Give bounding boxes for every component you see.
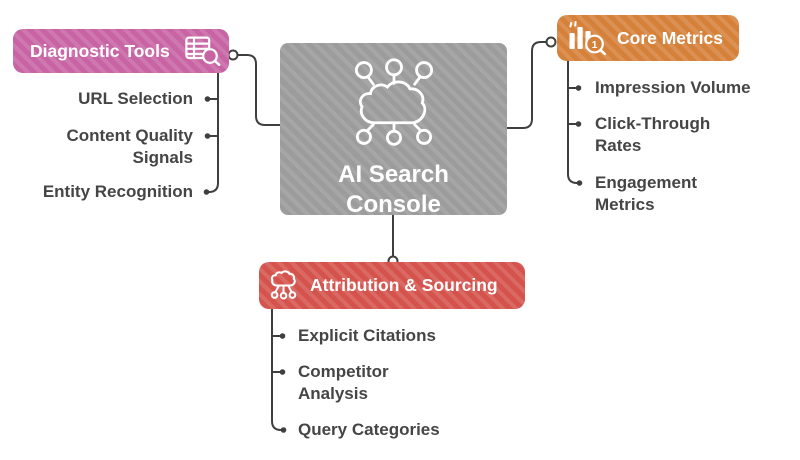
branch-item-query-categories: Query Categories [298,420,440,439]
table-search-icon [185,36,221,66]
branch-label-core-metrics: Core Metrics [617,27,724,48]
branch-item-explicit-citations: Explicit Citations [298,326,436,345]
branch-badge-attribution-sourcing: Attribution & Sourcing [259,262,525,309]
cloud-network-icon [339,56,449,155]
bar-chart-search-icon: 1 [565,20,608,56]
branch-badge-diagnostic-tools: Diagnostic Tools [13,29,229,73]
svg-text:1: 1 [592,39,598,51]
cloud-nodes-icon [268,270,301,301]
branch-item-competitor-analysis: Competitor Analysis [298,362,389,403]
branch-item-entity-recognition: Entity Recognition [42,182,193,201]
branch-item-engagement-metrics: Engagement Metrics [595,173,698,214]
center-node-ai-search-console: AI Search Console [280,43,507,218]
branch-item-impression-volume: Impression Volume [595,78,751,97]
branch-item-content-quality-signals: Content Quality Signals [66,126,193,167]
branch-badge-core-metrics: 1 Core Metrics [557,15,739,61]
branch-label-diagnostic-tools: Diagnostic Tools [30,40,170,61]
branch-label-attribution-sourcing: Attribution & Sourcing [310,275,498,295]
branch-item-click-through-rates: Click-Through Rates [595,114,711,155]
center-node-title: AI Search Console [338,161,449,218]
branch-item-url-selection: URL Selection [78,89,193,108]
